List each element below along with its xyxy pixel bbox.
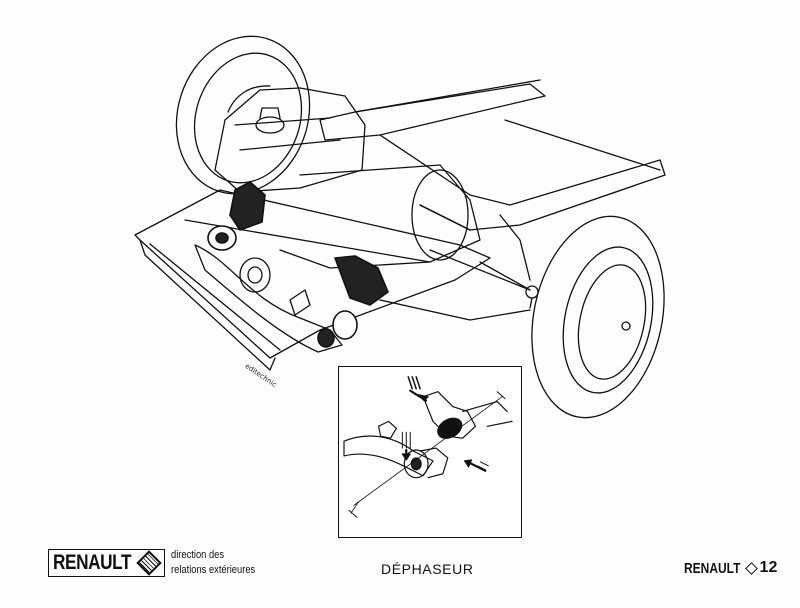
suspension-arm [194, 244, 531, 353]
model-badge: RENAULT 12 [684, 559, 777, 577]
renault-logo: RENAULT [48, 549, 166, 577]
department-line-1: direction des [171, 549, 225, 561]
engine-mount-left [207, 181, 266, 251]
department-text: direction des relations extérieures [171, 548, 255, 578]
front-right-wheel [531, 215, 665, 419]
detail-inset [338, 366, 522, 538]
renault-diamond-icon [136, 550, 162, 576]
figure-caption: DÉPHASEUR [381, 561, 474, 577]
rear-left-wheel [175, 35, 311, 195]
engine-block [214, 85, 481, 269]
department-line-2: relations extérieures [171, 564, 256, 576]
renault-wordmark: RENAULT [53, 551, 132, 574]
small-diamond-icon [744, 561, 758, 575]
engine-mount-right [317, 255, 389, 348]
steering-rod [479, 261, 539, 309]
model-number: 12 [759, 559, 778, 576]
mount-detail-drawing [343, 376, 513, 518]
front-crossmember [134, 189, 491, 371]
front-pulley [239, 257, 311, 316]
publisher-block: RENAULT direction des relations extérieu… [48, 548, 270, 578]
chassis-frame [319, 79, 666, 281]
chassis-cutaway-drawing [134, 35, 666, 419]
model-brand-wordmark: RENAULT [684, 559, 741, 577]
